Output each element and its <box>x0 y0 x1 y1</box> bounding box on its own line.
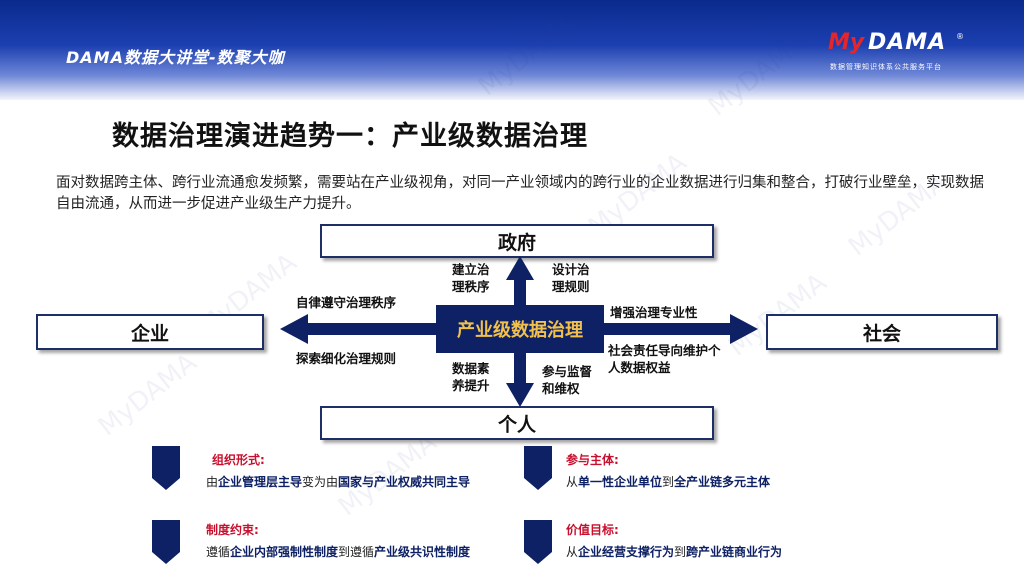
logo-registered-mark: ® <box>956 32 964 41</box>
mydama-logo: My DAMA ® 数据管理知识体系公共服务平台 <box>828 30 978 80</box>
society-box: 社会 <box>766 314 998 350</box>
label-ind-right: 参与监督 和维权 <box>542 363 592 397</box>
banner-title: DAMA数据大讲堂-数聚大咖 <box>66 48 285 67</box>
label-line: 理规则 <box>552 279 590 294</box>
enterprise-box: 企业 <box>36 314 264 350</box>
label-line: 养提升 <box>452 378 490 393</box>
section-heading: 价值目标: <box>566 523 619 537</box>
intro-paragraph: 面对数据跨主体、跨行业流通愈发频繁，需要站在产业级视角，对同一产业领域内的跨行业… <box>56 175 984 212</box>
label-gov-right: 设计治 理规则 <box>552 261 590 295</box>
text-part: 从 <box>566 475 579 489</box>
label-line: 和维权 <box>542 381 580 396</box>
text-highlight: 企业管理层主导 <box>218 475 303 489</box>
section-text: 遵循企业内部强制性制度到遵循产业级共识性制度 <box>206 543 470 560</box>
text-part: 到 <box>662 475 675 489</box>
label-line: 参与监督 <box>542 364 593 379</box>
individual-box: 个人 <box>320 406 714 440</box>
label-soc-top: 增强治理专业性 <box>610 305 698 320</box>
text-highlight: 全产业链多元主体 <box>674 475 771 489</box>
header-banner: DAMA数据大讲堂-数聚大咖 My DAMA ® 数据管理知识体系公共服务平台 <box>0 0 1024 100</box>
text-part: 到 <box>674 545 687 559</box>
section-heading: 组织形式: <box>212 453 265 467</box>
label-line: 理秩序 <box>452 279 490 294</box>
text-highlight: 跨产业链商业行为 <box>686 545 783 559</box>
text-part: 由 <box>206 475 219 489</box>
section-heading: 参与主体: <box>566 453 619 467</box>
section-text: 从企业经营支撑行为到跨产业链商业行为 <box>566 543 782 560</box>
shield-icon <box>152 446 180 490</box>
arrow-down <box>506 353 534 407</box>
shield-icon <box>524 446 552 490</box>
text-highlight: 企业经营支撑行为 <box>578 545 675 559</box>
arrow-up <box>506 256 534 305</box>
label-ent-bottom: 探索细化治理规则 <box>296 351 397 366</box>
page-title: 数据治理演进趋势一：产业级数据治理 <box>112 121 588 152</box>
section-text: 由企业管理层主导变为由国家与产业权威共同主导 <box>206 473 470 490</box>
label-line: 设计治 <box>552 262 590 277</box>
label-line: 数据素 <box>452 361 490 376</box>
label-ent-top: 自律遵守治理秩序 <box>296 295 397 310</box>
logo-dama: DAMA <box>868 30 947 55</box>
text-highlight: 单一性企业单位 <box>578 475 663 489</box>
label-line: 建立治 <box>452 262 490 277</box>
label-gov-left: 建立治 理秩序 <box>452 261 490 295</box>
label-ind-left: 数据素 养提升 <box>452 360 490 394</box>
label-soc-bottom: 社会责任导向维护个 人数据权益 <box>608 342 721 376</box>
text-highlight: 国家与产业权威共同主导 <box>338 475 471 489</box>
text-part: 从 <box>566 545 579 559</box>
shield-icon <box>152 520 180 564</box>
arrow-right <box>604 314 758 344</box>
text-highlight: 产业级共识性制度 <box>374 545 471 559</box>
government-box: 政府 <box>320 224 714 258</box>
section-heading: 制度约束: <box>206 523 259 537</box>
text-part: 遵循 <box>206 545 231 559</box>
text-part: 变为由 <box>302 475 339 489</box>
text-part: 到遵循 <box>338 545 375 559</box>
label-line: 人数据权益 <box>608 360 671 375</box>
section-text: 从单一性企业单位到全产业链多元主体 <box>566 473 770 490</box>
shield-icon <box>524 520 552 564</box>
logo-subtitle: 数据管理知识体系公共服务平台 <box>830 63 942 71</box>
label-line: 社会责任导向维护个 <box>608 343 721 358</box>
text-highlight: 企业内部强制性制度 <box>230 545 339 559</box>
center-node: 产业级数据治理 <box>436 305 604 353</box>
logo-my: My <box>828 30 865 55</box>
arrow-left <box>280 314 436 344</box>
